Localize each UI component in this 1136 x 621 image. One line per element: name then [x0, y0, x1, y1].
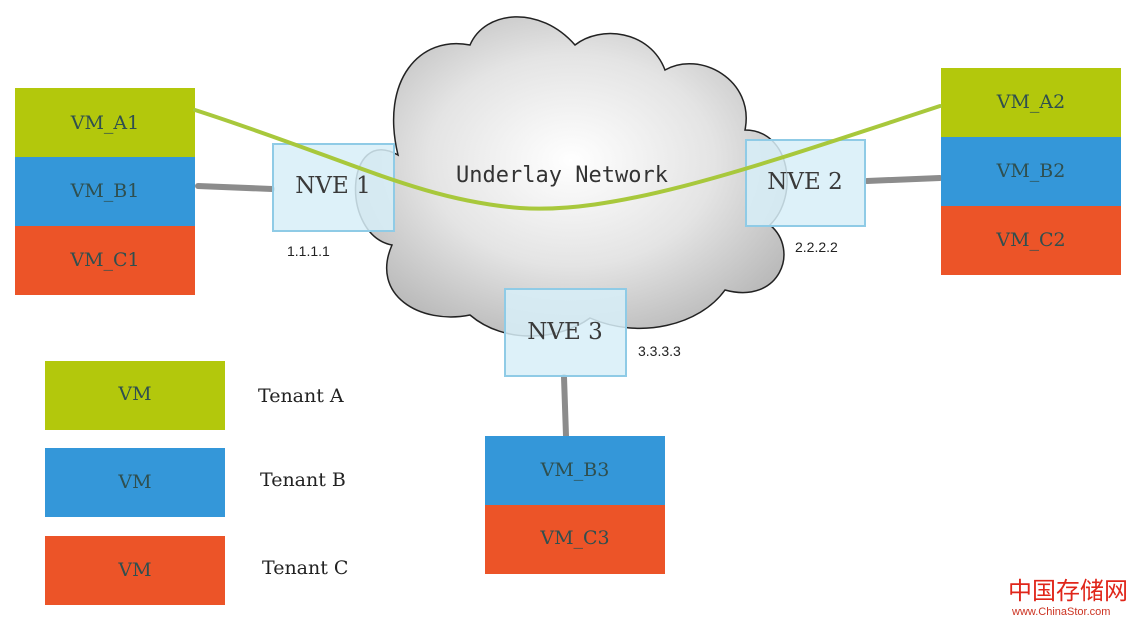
vm-c3-label: VM_C3 — [539, 527, 609, 549]
nve-2[interactable]: NVE 2 2.2.2.2 — [745, 139, 866, 255]
nve-2-box[interactable] — [745, 139, 866, 227]
vm-a2-label: VM_A2 — [996, 91, 1066, 113]
vm-a2-box[interactable] — [941, 68, 1121, 137]
legend: VM Tenant A VM Tenant B VM Tenant C — [45, 361, 348, 605]
tenant-a-tunnel — [193, 104, 942, 211]
legend-tenant-a-label: Tenant A — [258, 385, 344, 407]
legend-tenant-a-box-label: VM — [117, 383, 151, 405]
link-vm-b1-nve1 — [195, 183, 275, 192]
vm-group-3: VM_B3 VM_C3 — [485, 436, 665, 574]
vm-group-1: VM_A1 VM_B1 VM_C1 — [15, 88, 195, 295]
nve-1[interactable]: NVE 1 1.1.1.1 — [272, 143, 395, 259]
link-nve3-vm-b3 — [561, 374, 569, 439]
vm-a1-box[interactable] — [15, 88, 195, 157]
cloud-label: Underlay Network — [456, 163, 668, 188]
nve-3[interactable]: NVE 3 3.3.3.3 — [504, 288, 681, 377]
vm-b1-box[interactable] — [15, 157, 195, 226]
links — [195, 175, 943, 439]
nve-3-label: NVE 3 — [527, 319, 602, 345]
vm-c1-label: VM_C1 — [69, 249, 139, 271]
vm-a1-label: VM_A1 — [70, 112, 140, 134]
legend-tenant-c-box-label: VM — [117, 559, 151, 581]
legend-tenant-c-box — [45, 536, 225, 605]
vm-group-2: VM_A2 VM_B2 VM_C2 — [941, 68, 1121, 275]
vm-c3-box[interactable] — [485, 505, 665, 574]
vm-b1-label: VM_B1 — [70, 180, 140, 202]
watermark-url: www.ChinaStor.com — [1011, 606, 1110, 618]
link-nve2-vm-b2 — [864, 175, 943, 184]
nve-1-label: NVE 1 — [295, 173, 370, 199]
legend-tenant-b-label: Tenant B — [260, 469, 346, 491]
nve-3-box[interactable] — [504, 288, 627, 377]
legend-tenant-a-box — [45, 361, 225, 430]
legend-tenant-b-box — [45, 448, 225, 517]
vm-c2-label: VM_C2 — [995, 229, 1065, 251]
watermark: 中国存储网 www.ChinaStor.com — [1008, 577, 1128, 618]
legend-tenant-c-label: Tenant C — [262, 557, 348, 579]
vm-c1-box[interactable] — [15, 226, 195, 295]
nve-3-ip: 3.3.3.3 — [638, 343, 681, 359]
watermark-site-name: 中国存储网 — [1008, 577, 1128, 605]
nve-1-ip: 1.1.1.1 — [287, 243, 330, 259]
legend-tenant-b-box-label: VM — [117, 471, 151, 493]
vm-c2-box[interactable] — [941, 206, 1121, 275]
nve-2-ip: 2.2.2.2 — [795, 239, 838, 255]
vm-b3-box[interactable] — [485, 436, 665, 505]
vm-b2-label: VM_B2 — [996, 160, 1066, 182]
nve-2-label: NVE 2 — [767, 169, 842, 195]
vm-b3-label: VM_B3 — [540, 459, 610, 481]
vm-b2-box[interactable] — [941, 137, 1121, 206]
